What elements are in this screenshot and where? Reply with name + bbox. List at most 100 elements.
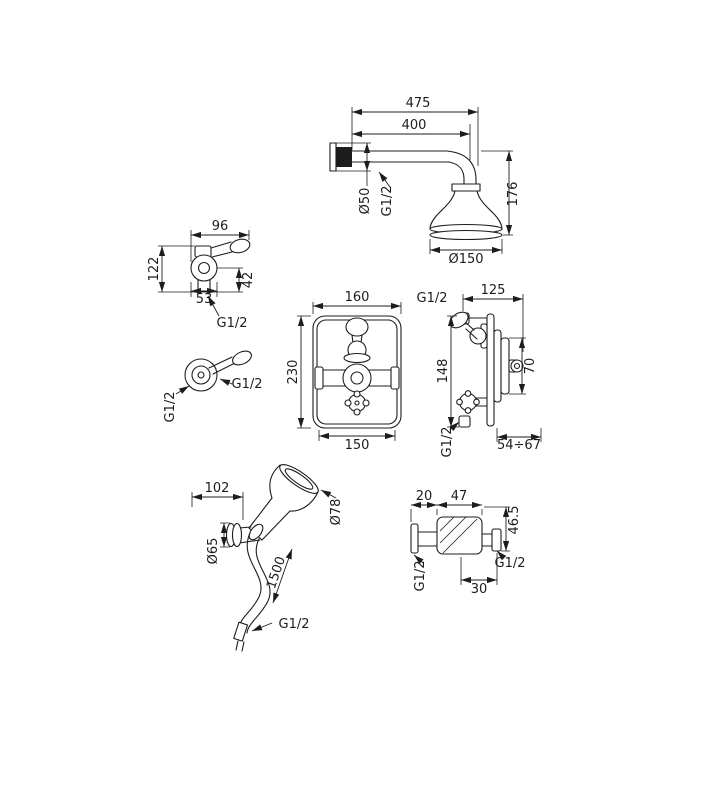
- dim-label-30: 30: [471, 582, 488, 597]
- knob-lobe-right: [362, 399, 370, 407]
- shower-arm: [351, 150, 477, 185]
- outlet-flange: [184, 358, 218, 392]
- mixer-top-grip: [345, 317, 369, 337]
- knob-center-dot: [354, 400, 360, 406]
- thread-side-leader: [496, 550, 507, 561]
- mixer-front-drawing: 160 230 150: [286, 290, 402, 453]
- knob-lobe-top: [353, 390, 361, 398]
- outlet-lever: [208, 356, 236, 375]
- dim-label-thread-wall: G1/2: [413, 561, 428, 592]
- valve-body-flange: [190, 254, 218, 282]
- knob-lobe-right: [473, 398, 480, 406]
- dim-line-hose-length: [272, 548, 293, 604]
- thread-bottom-leader: [449, 421, 460, 431]
- elbow-inlet-stub: [417, 531, 438, 547]
- dim-label-thread: G1/2: [279, 617, 310, 632]
- thread-side-leader: [219, 378, 233, 386]
- thread-leader-line: [378, 171, 391, 188]
- elbow-outlet-fitting: [491, 528, 502, 552]
- dim-label-width: 125: [481, 283, 506, 298]
- valve-handle-grip: [229, 238, 251, 254]
- wall-elbow-drawing: 20 47 46.5 G1/2 G1/2 30: [410, 489, 526, 597]
- valve-outlet-stub: [194, 279, 214, 293]
- overhead-shower-drawing: 475 400 Ø50 G1/2 176 Ø150: [329, 96, 521, 267]
- body-disc-2: [500, 337, 510, 395]
- dim-label-height: 122: [147, 257, 162, 282]
- side-port-circle: [510, 359, 524, 373]
- knob-lobe-left: [456, 398, 463, 406]
- knob-link: [475, 397, 488, 407]
- thread-wall-leader: [413, 554, 424, 564]
- hand-shower-face-outer: [279, 464, 319, 494]
- dim-label-20: 20: [416, 489, 433, 504]
- outlet-hub: [197, 371, 205, 379]
- dim-label-body-width: 53: [196, 292, 213, 307]
- dim-label-plate-height: 230: [286, 360, 301, 385]
- mixer-center-hub: [350, 371, 364, 385]
- mixer-cap-right: [390, 366, 400, 390]
- hose-end-nipple: [235, 640, 245, 652]
- thread-wall-leader: [175, 385, 190, 395]
- hand-shower-face-inner: [284, 468, 314, 490]
- dim-label-height: 148: [436, 359, 451, 384]
- shower-head-bell: [429, 190, 503, 230]
- head-connector-nut: [451, 183, 481, 192]
- dim-label-depth-range: 54÷67: [497, 438, 541, 453]
- knob-lobe-bottom: [353, 408, 361, 416]
- handle-pivot: [469, 327, 487, 345]
- mixer-pivot-base: [343, 352, 371, 364]
- dim-label-depth: 42: [241, 272, 256, 289]
- dim-label-width: 96: [212, 219, 229, 234]
- dim-label-flange-diameter: Ø65: [206, 538, 221, 565]
- elbow-outlet-stub: [481, 533, 493, 547]
- valve-lever: [210, 241, 233, 258]
- dim-label-thread-top: G1/2: [417, 291, 448, 306]
- extension-lines: [336, 107, 513, 254]
- dim-label-thread-wall: G1/2: [163, 392, 178, 423]
- outlet-handle-grip: [232, 350, 252, 366]
- dim-label-thread-bottom: G1/2: [440, 427, 455, 458]
- dim-label-thread: G1/2: [217, 316, 248, 331]
- wall-outlet-drawing: G1/2 G1/2: [163, 350, 263, 423]
- dim-label-arm-length: 400: [402, 118, 427, 133]
- bracket-flange-front: [231, 522, 243, 548]
- bracket-clamp: [248, 523, 264, 541]
- dim-label-thread-side: G1/2: [232, 377, 263, 392]
- thread-leader: [251, 622, 273, 632]
- valve-body-hub: [197, 261, 211, 275]
- mixer-center-boss: [342, 363, 372, 393]
- knob-lobe-bottom: [464, 407, 472, 414]
- dim-label-plate-width: 160: [345, 290, 370, 305]
- hand-shower-drawing: 102 Ø78 Ø65 1500 G1/2: [191, 464, 344, 652]
- dim-label-bracket-width: 102: [205, 481, 230, 496]
- dim-label-head-diameter: Ø78: [329, 499, 344, 526]
- wall-plate-edge: [486, 313, 495, 427]
- dim-label-hose-length: 1500: [264, 555, 289, 591]
- hand-shower-bell: [269, 464, 319, 512]
- head-diameter-leader: [320, 489, 337, 499]
- knob-lobe-left: [344, 399, 352, 407]
- bottom-port: [458, 415, 471, 428]
- hose-end-fitting: [233, 621, 249, 642]
- dim-label-cutout-width: 150: [345, 438, 370, 453]
- shower-hose: [238, 532, 271, 634]
- dim-label-body-height: 70: [523, 358, 538, 375]
- elbow-hatch: [439, 516, 478, 554]
- dim-label-thread-side: G1/2: [495, 556, 526, 571]
- outlet-ring: [191, 365, 211, 385]
- thread-leader-line: [207, 295, 220, 317]
- dim-label-head-diameter: Ø150: [448, 252, 483, 267]
- dim-label-47: 47: [451, 489, 468, 504]
- body-disc-1: [493, 329, 502, 403]
- dim-label-total-reach: 475: [406, 96, 431, 111]
- dim-label-head-height: 176: [506, 182, 521, 207]
- mixer-cap-left: [314, 366, 324, 390]
- dim-label-46-5: 46.5: [507, 506, 522, 535]
- dim-label-pipe-diameter: Ø50: [358, 188, 373, 215]
- elbow-body: [436, 516, 483, 555]
- wall-flange-block: [336, 147, 352, 167]
- stop-valve-drawing: 96 122 53 42 G1/2: [147, 219, 256, 331]
- knob-lobe-top: [464, 390, 472, 397]
